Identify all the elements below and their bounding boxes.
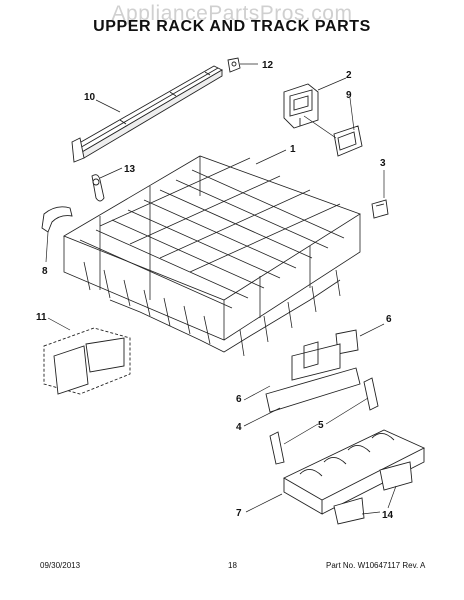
footer-page-number: 18	[228, 561, 237, 570]
leader-lines	[45, 63, 397, 515]
callout-12: 12	[262, 60, 274, 71]
callout-9: 9	[346, 90, 352, 101]
callout-3: 3	[380, 158, 386, 169]
rack-adjuster-housing	[283, 83, 319, 129]
track-stop	[41, 206, 73, 233]
callout-2: 2	[346, 70, 352, 81]
adjuster-handle	[333, 125, 363, 157]
small-bracket	[371, 199, 389, 219]
footer-part-number: Part No. W10647117 Rev. A	[326, 561, 426, 570]
callout-8: 8	[42, 266, 48, 277]
callout-11: 11	[36, 312, 47, 323]
tine-row-assembly	[283, 429, 426, 515]
wheel-clip	[91, 174, 105, 202]
tine-clip-set	[43, 327, 131, 395]
rack-slide-assembly	[265, 341, 361, 413]
page-title: UPPER RACK AND TRACK PARTS	[93, 18, 371, 35]
callout-14: 14	[382, 510, 394, 521]
callout-labels: 12 10 2 9 13 1 3 8 11 6 6 4 5 7 14	[36, 60, 394, 521]
rack-track-rail	[71, 65, 223, 163]
rack-clips	[269, 377, 379, 465]
callout-10: 10	[84, 92, 96, 103]
callout-4: 4	[236, 422, 242, 433]
callout-6b: 6	[236, 394, 242, 405]
callout-1: 1	[290, 144, 296, 155]
callout-13: 13	[124, 164, 136, 175]
callout-5: 5	[318, 420, 324, 431]
track-stop-clip	[227, 57, 241, 73]
footer-date: 09/30/2013	[40, 561, 81, 570]
tine-clips	[333, 461, 413, 525]
callout-6a: 6	[386, 314, 392, 325]
watermark: AppliancePartsPros.com	[111, 2, 353, 25]
upper-rack-basket	[63, 155, 361, 357]
callout-7: 7	[236, 508, 242, 519]
